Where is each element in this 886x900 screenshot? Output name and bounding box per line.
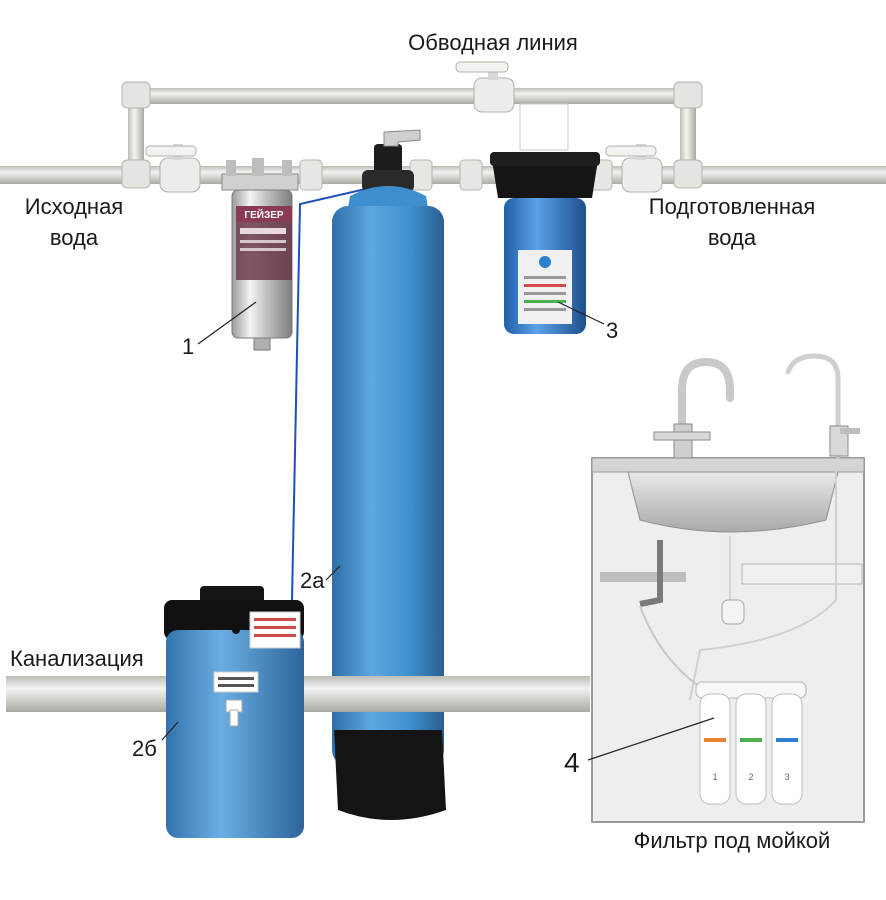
outlet-valve — [605, 144, 663, 193]
treated-water-label-line1: Подготовленная — [648, 194, 816, 219]
callout-3: 3 — [606, 318, 619, 343]
callout-1: 1 — [182, 334, 195, 359]
bypass-valve — [455, 61, 515, 113]
callout-2b: 2б — [132, 736, 157, 761]
inlet-valve — [145, 144, 201, 193]
prefilter-brand: ГЕЙЗЕР — [244, 208, 283, 221]
cartridge-number-3: 3 — [784, 772, 789, 782]
stainless-prefilter: ГЕЙЗЕР — [221, 158, 299, 351]
bypass-pipe — [128, 88, 696, 104]
callout-4: 4 — [564, 747, 580, 778]
source-water-label-line2: вода — [49, 225, 99, 250]
cartridge-number-2: 2 — [748, 772, 753, 782]
brine-tank — [164, 586, 304, 838]
softener-tank — [332, 129, 446, 820]
sewer-label: Канализация — [10, 646, 144, 671]
brine-line — [291, 187, 371, 601]
under-sink-filter-unit: 1 2 3 — [695, 681, 807, 805]
source-water-label-line1: Исходная — [24, 194, 124, 219]
blue-cartridge-filter — [490, 103, 600, 334]
mixer-faucet — [653, 357, 734, 459]
cartridge-number-1: 1 — [712, 772, 717, 782]
callout-leaders — [161, 301, 715, 761]
callout-2a: 2а — [300, 568, 325, 593]
bypass-line-label: Обводная линия — [408, 30, 578, 55]
treated-water-label-line2: вода — [707, 225, 757, 250]
bypass-riser-right — [680, 90, 696, 170]
under-sink-filter-label: Фильтр под мойкой — [633, 828, 831, 853]
bypass-riser-left — [128, 90, 144, 170]
drinking-faucet — [785, 353, 860, 459]
